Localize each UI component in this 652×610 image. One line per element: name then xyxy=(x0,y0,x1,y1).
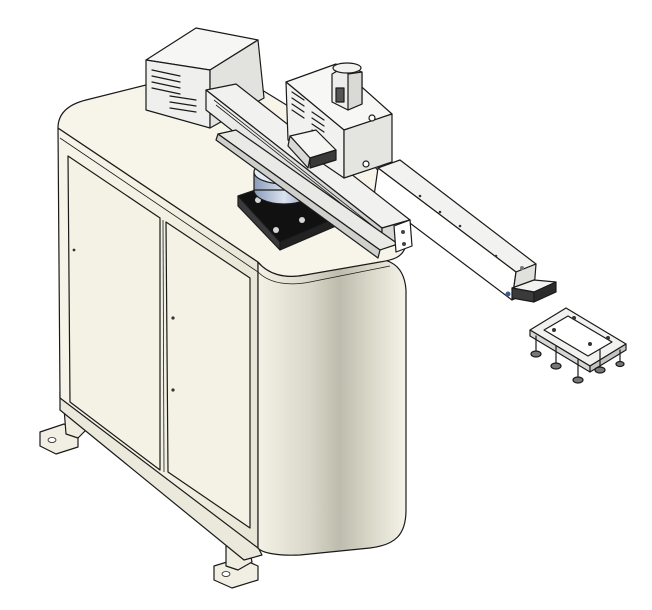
suction-cup xyxy=(572,359,584,384)
door-hinge xyxy=(72,248,76,252)
suction-cup xyxy=(594,349,606,374)
door-hinge xyxy=(171,388,175,392)
arm-end-plate xyxy=(505,279,557,303)
rear-motor-housing xyxy=(145,27,265,129)
suction-cup xyxy=(530,335,542,358)
servo-motor xyxy=(331,62,363,111)
arm-carriage xyxy=(287,129,337,169)
cabinet-doors xyxy=(67,155,251,529)
suction-cup xyxy=(550,345,562,370)
suction-cup xyxy=(615,349,625,368)
vent-grille xyxy=(151,69,197,113)
vacuum-gripper xyxy=(529,307,627,384)
door-hinge xyxy=(171,316,175,320)
